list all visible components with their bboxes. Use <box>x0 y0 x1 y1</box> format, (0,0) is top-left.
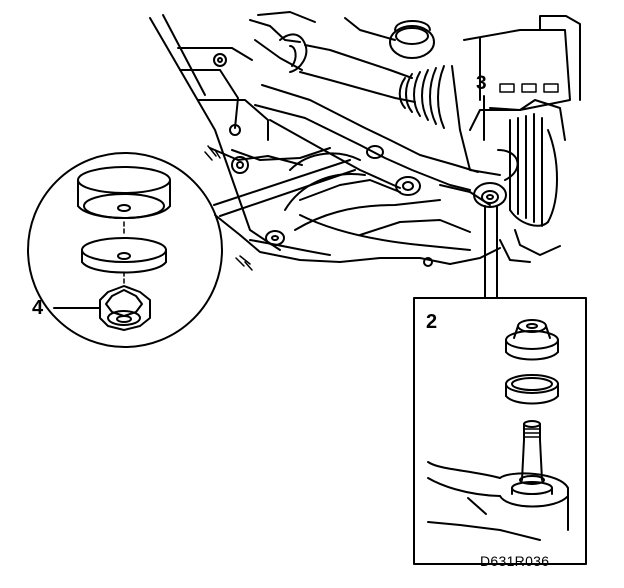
subframe <box>214 214 501 271</box>
reference-code: D631R036 <box>480 553 550 569</box>
callout-label-4: 4 <box>32 297 44 319</box>
hex-nut <box>99 285 151 331</box>
control-arm <box>254 84 507 246</box>
ring-detail <box>505 374 559 405</box>
wheel-hub-assembly <box>459 15 581 263</box>
detail-circle-washers <box>27 152 356 348</box>
washer-lower <box>81 237 167 274</box>
bushing-detail <box>505 319 559 361</box>
rubber-bushing-upper <box>77 166 171 219</box>
chassis-structure <box>149 11 396 251</box>
threaded-stud <box>511 420 553 495</box>
callout-label-2: 2 <box>426 311 438 333</box>
detail-box-balljoint <box>413 205 587 565</box>
arm-end-detail <box>427 461 569 541</box>
drive-shaft <box>279 20 461 131</box>
callout-label-3: 3 <box>476 73 487 94</box>
